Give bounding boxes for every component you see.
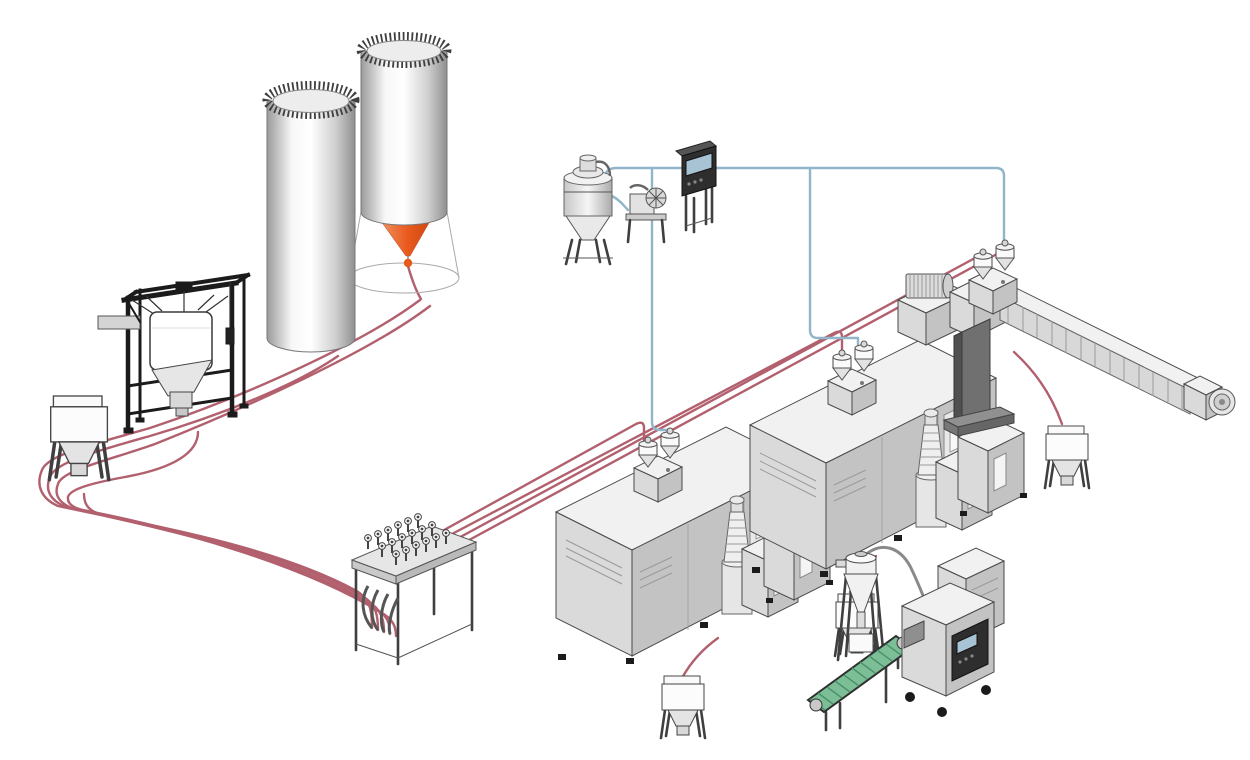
granulator-panel [951, 618, 989, 682]
pipe-manifold-to-line1 [424, 421, 646, 542]
granulator [900, 547, 1006, 717]
hoist-trolley [175, 281, 193, 292]
feeder-bin-left [47, 394, 111, 482]
support-column [961, 318, 991, 426]
pipe-bin1-connector [680, 636, 720, 680]
silo-right [348, 32, 460, 294]
resin-dryer [563, 154, 613, 266]
pipe-bin3-connector [1012, 350, 1064, 426]
silo-body [360, 50, 448, 226]
storage-silos [262, 32, 460, 353]
caster-wheel [937, 707, 947, 717]
pipe-dryer-to-line2 [808, 166, 860, 348]
cyclone-catch-bin [848, 633, 874, 653]
conveyor-roller [809, 698, 823, 712]
granulator-screen [956, 632, 978, 655]
silo-body [266, 100, 356, 353]
silo-discharge-valve [403, 258, 413, 268]
caster-wheel [981, 685, 991, 695]
bin-line-3 [1043, 424, 1091, 490]
bigbag-unloading-station [97, 272, 251, 434]
pipe-dryer-to-blower [610, 194, 630, 212]
manifold-hoses [361, 585, 400, 635]
caster-wheel [905, 692, 915, 702]
granulator-intake [903, 620, 925, 649]
pipe-silo2-outlet [406, 264, 423, 301]
cyclone-separator [835, 545, 926, 662]
pipe-silo-to-manifold-3 [55, 304, 432, 634]
side-shelf [97, 315, 141, 330]
silo-left [262, 81, 360, 353]
incline-conveyor [806, 634, 914, 732]
silo-rim [356, 32, 452, 68]
pipe-silo-to-manifold-2 [46, 354, 380, 632]
pipe-dryer-to-line1 [650, 166, 672, 432]
central-control-panel [674, 140, 718, 234]
bin-line-1 [659, 674, 707, 740]
distribution-manifold-station [350, 512, 478, 666]
vacuum-blower [625, 184, 667, 244]
pipe-silo-to-manifold-1 [38, 298, 422, 630]
silo-rim [262, 81, 360, 119]
panel-screen [685, 152, 713, 177]
discharge-hopper [151, 359, 213, 397]
extruder-line-3 [896, 240, 1236, 437]
chain-block [225, 327, 235, 345]
